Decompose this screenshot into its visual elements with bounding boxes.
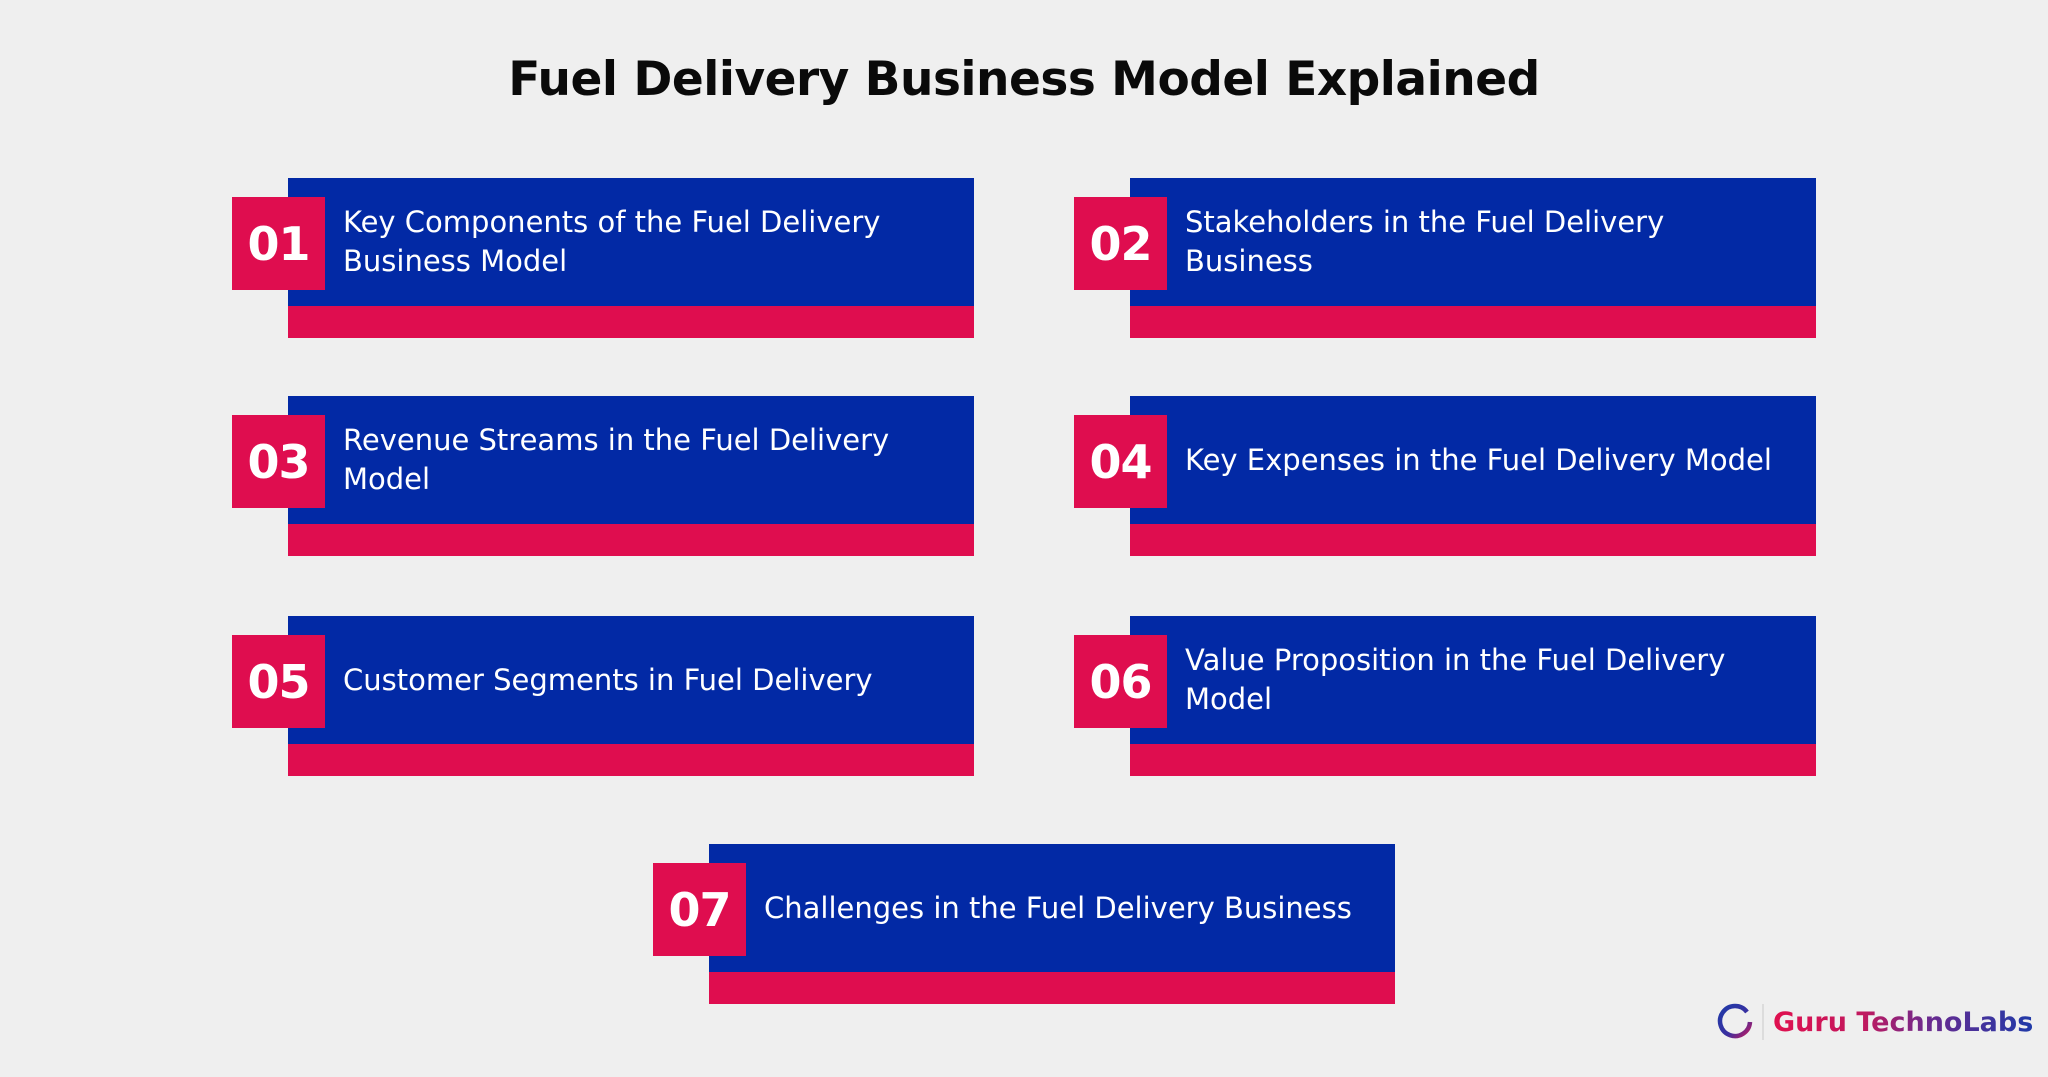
- item-card-05: Customer Segments in Fuel Delivery: [288, 616, 974, 776]
- card-body: [1130, 616, 1816, 744]
- item-card-01: Key Components of the Fuel Delivery Busi…: [288, 178, 974, 338]
- card-body: [1130, 396, 1816, 524]
- item-number-badge: 07: [653, 863, 746, 956]
- logo-divider: [1762, 1004, 1764, 1040]
- guru-technolabs-logo-icon: [1716, 1003, 1754, 1041]
- card-body: [288, 616, 974, 744]
- item-card-02: Stakeholders in the Fuel Delivery Busine…: [1130, 178, 1816, 338]
- item-label: Customer Segments in Fuel Delivery: [343, 662, 873, 697]
- item-card-07: Challenges in the Fuel Delivery Business: [709, 844, 1395, 1004]
- item-label: Stakeholders in the Fuel Delivery Busine…: [1185, 205, 1665, 278]
- item-number-badge: 03: [232, 415, 325, 508]
- item-label: Revenue Streams in the Fuel Delivery Mod…: [343, 423, 890, 496]
- item-number-badge: 06: [1074, 635, 1167, 728]
- card-accent-bar: [1130, 524, 1816, 556]
- card-body: [1130, 178, 1816, 306]
- brand-name: Guru TechnoLabs: [1773, 1006, 2034, 1038]
- card-accent-bar: [288, 306, 974, 338]
- card-accent-bar: [1130, 306, 1816, 338]
- item-number-badge: 05: [232, 635, 325, 728]
- card-body: [288, 178, 974, 306]
- card-body: [288, 396, 974, 524]
- card-accent-bar: [288, 744, 974, 776]
- item-card-04: Key Expenses in the Fuel Delivery Model: [1130, 396, 1816, 556]
- item-label: Key Components of the Fuel Delivery Busi…: [343, 205, 881, 278]
- brand-logo: Guru TechnoLabs: [1716, 1000, 2033, 1044]
- card-accent-bar: [1130, 744, 1816, 776]
- item-number-badge: 01: [232, 197, 325, 290]
- card-accent-bar: [709, 972, 1395, 1004]
- card-accent-bar: [288, 524, 974, 556]
- item-card-03: Revenue Streams in the Fuel Delivery Mod…: [288, 396, 974, 556]
- item-label: Challenges in the Fuel Delivery Business: [764, 890, 1352, 925]
- page-title: Fuel Delivery Business Model Explained: [508, 52, 1540, 107]
- item-card-06: Value Proposition in the Fuel Delivery M…: [1130, 616, 1816, 776]
- card-body: [709, 844, 1395, 972]
- item-number-badge: 02: [1074, 197, 1167, 290]
- item-label: Value Proposition in the Fuel Delivery M…: [1185, 643, 1726, 716]
- item-number-badge: 04: [1074, 415, 1167, 508]
- item-label: Key Expenses in the Fuel Delivery Model: [1185, 442, 1772, 477]
